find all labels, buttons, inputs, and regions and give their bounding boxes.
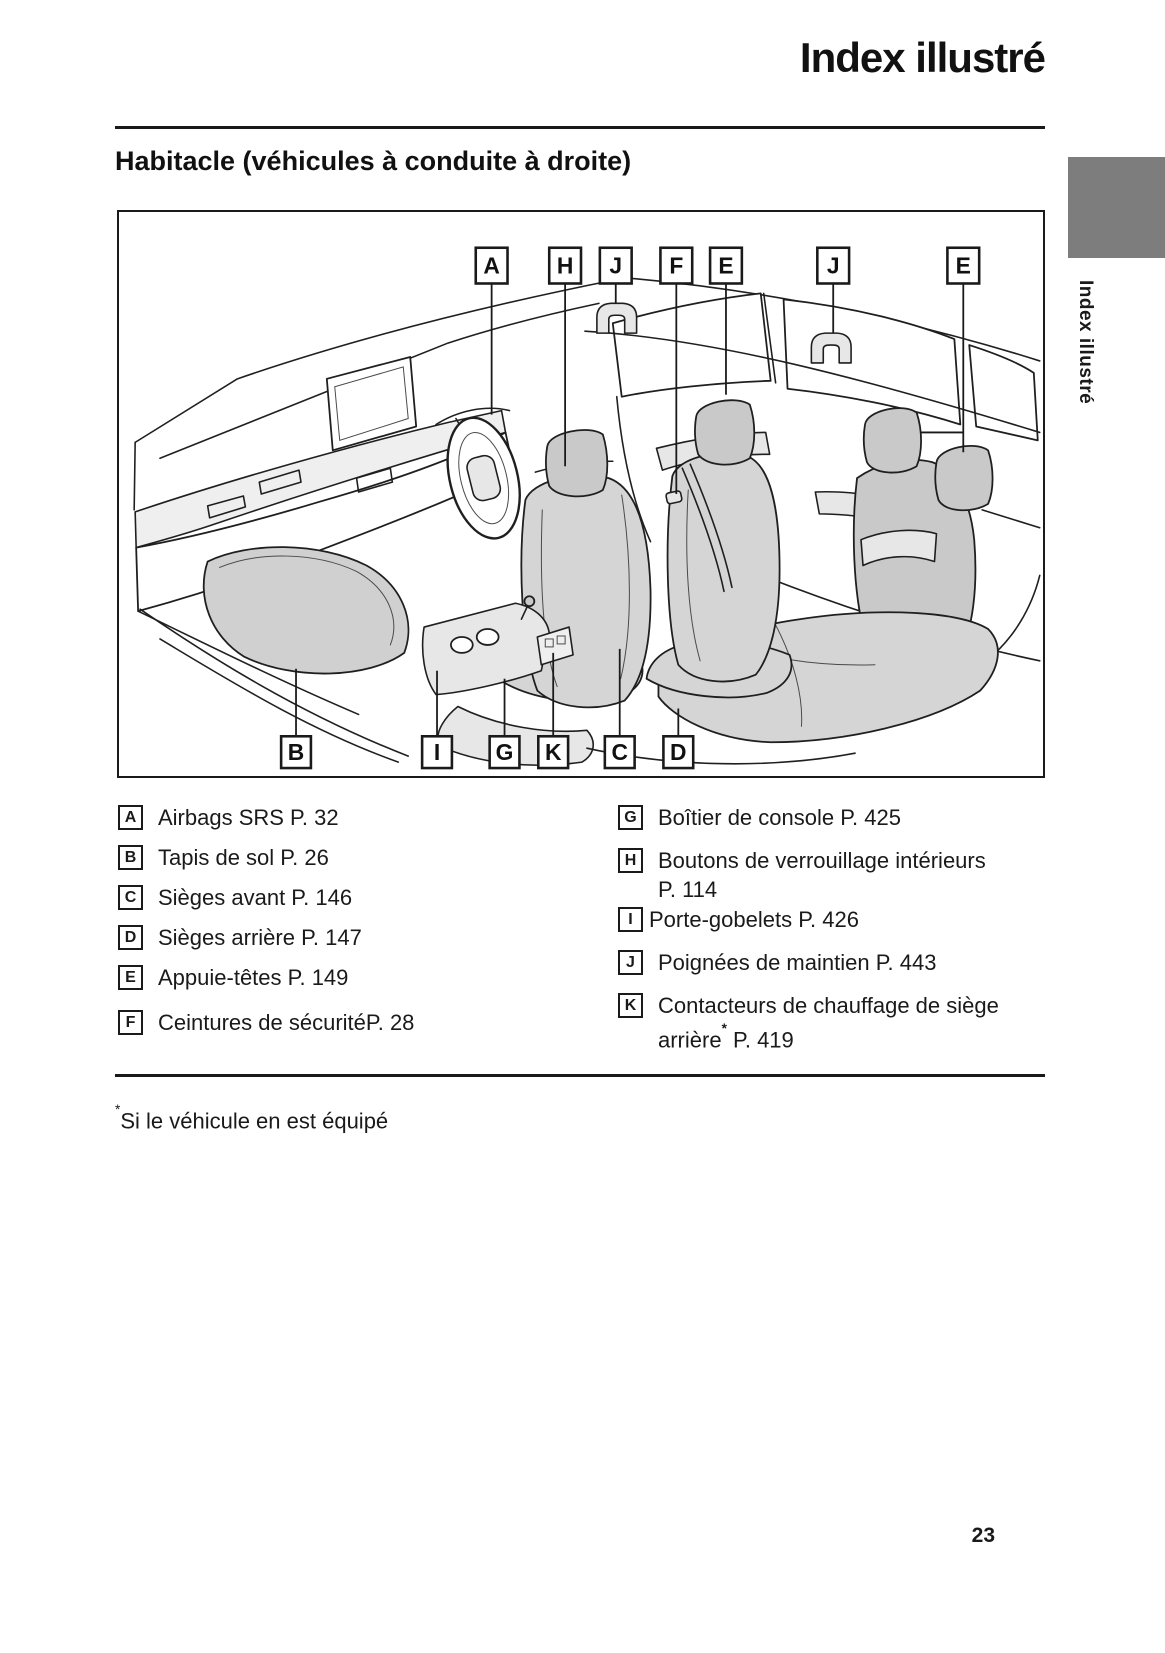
callout-A: A [474,246,509,285]
legend-item-F: F Ceintures de sécuritéP. 28 [118,1008,414,1037]
svg-text:E: E [956,253,971,279]
svg-text:A: A [483,253,499,279]
svg-text:C: C [611,739,628,765]
callout-G: G [488,734,521,770]
rear-headrest-icon [862,407,922,474]
callout-J-rear: J [816,246,851,285]
car-interior-illustration: A H J F E J E [133,246,1041,770]
seatbelt-icon [681,467,725,593]
legend-letter-box: I [618,907,643,932]
legend-letter-box: G [618,805,643,830]
grab-handle-front-icon [596,302,638,334]
legend-item-C: C Sièges avant P. 146 [118,883,352,912]
legend-text: Tapis de sol P. 26 [158,845,329,870]
chapter-tab-marker [1068,157,1165,258]
legend-text: Porte-gobelets P. 426 [649,907,859,932]
svg-text:K: K [545,739,562,765]
svg-text:D: D [670,739,687,765]
legend-item-A: A Airbags SRS P. 32 [118,803,339,832]
section-heading: Habitacle (véhicules à conduite à droite… [115,146,632,176]
legend-item-G: G Boîtier de console P. 425 [618,803,901,832]
callout-H: H [547,246,583,285]
legend-item-K: K Contacteurs de chauffage de siège arri… [618,991,999,1054]
interior-illustration-frame: A H J F E J E [117,210,1045,778]
footnote-asterisk: * [115,1101,121,1117]
legend-letter-box: E [118,965,143,990]
cup-holder-icon [450,636,474,654]
front-seat-back-icon [520,474,652,709]
svg-text:J: J [827,253,840,279]
bottom-divider [115,1074,1045,1077]
legend-letter-box: A [118,805,143,830]
legend-item-E: E Appuie-têtes P. 149 [118,963,348,992]
chapter-tab-label: Index illustré [1075,280,1096,405]
legend-text: Sièges avant P. 146 [158,885,353,910]
legend-letter-box: H [618,848,643,873]
legend-letter-box: D [118,925,143,950]
callout-J-front: J [598,246,633,285]
legend-letter-box: J [618,950,643,975]
legend-text: Boutons de verrouillage intérieurs P. 11… [658,848,986,902]
callout-E-front: E [708,246,744,285]
infotainment-screen-icon [325,356,418,452]
page-number: 23 [971,1524,995,1547]
legend-text: Boîtier de console P. 425 [658,805,901,830]
svg-text:E: E [718,253,733,279]
legend-item-D: D Sièges arrière P. 147 [118,923,362,952]
callout-F: F [659,246,694,285]
svg-text:F: F [669,253,683,279]
center-console-icon [421,602,551,696]
svg-text:J: J [609,253,622,279]
legend-item-H: H Boutons de verrouillage intérieurs P. … [618,846,986,904]
floor-mat-icon [202,546,410,675]
svg-text:B: B [288,739,305,765]
legend-letter-box: F [118,1010,143,1035]
svg-text:G: G [496,739,514,765]
legend-item-B: B Tapis de sol P. 26 [118,843,329,872]
callout-C: C [603,734,636,770]
legend-letter-box: K [618,993,643,1018]
shift-knob-icon [523,595,536,608]
svg-text:H: H [557,253,574,279]
legend-item-I: I Porte-gobelets P. 426 [618,905,859,934]
legend-text: Appuie-têtes P. 149 [158,965,349,990]
steering-wheel-icon [446,416,521,540]
top-divider [115,126,1045,129]
legend-letter-box: C [118,885,143,910]
legend-item-J: J Poignées de maintien P. 443 [618,948,936,977]
legend-letter-box: B [118,845,143,870]
footnote: *Si le véhicule en est équipé [115,1101,389,1134]
front-headrest-icon [693,399,756,466]
legend-text: Poignées de maintien P. 443 [658,950,937,975]
cup-holder-icon [475,628,500,646]
rear-headrest-icon [934,445,994,512]
legend-text: Sièges arrière P. 147 [158,925,362,950]
callout-E-rear: E [946,246,981,285]
page-title: Index illustré [799,34,1046,81]
grab-handle-rear-icon [810,332,852,364]
svg-text:I: I [434,739,440,765]
front-seat-back-icon [666,452,781,683]
callout-K: K [537,734,570,770]
callout-B: B [279,734,313,770]
front-headrest-icon [545,429,609,498]
legend-text: Contacteurs de chauffage de siège arrièr… [658,993,999,1053]
callout-D: D [662,734,695,770]
callout-I: I [420,734,454,770]
legend-text: Ceintures de sécuritéP. 28 [158,1010,415,1035]
legend-text: Airbags SRS P. 32 [158,805,339,830]
